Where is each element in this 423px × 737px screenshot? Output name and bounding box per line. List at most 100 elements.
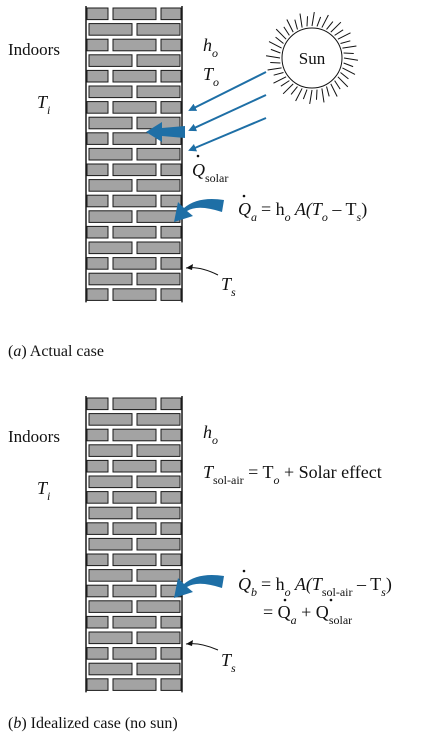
brick-wall bbox=[85, 6, 183, 303]
brick bbox=[112, 678, 157, 691]
heat-transfer-coef-label: ho bbox=[203, 35, 218, 60]
brick bbox=[160, 615, 182, 629]
brick bbox=[88, 506, 133, 520]
brick bbox=[88, 23, 133, 36]
brick bbox=[112, 288, 157, 301]
brick bbox=[86, 7, 109, 21]
panel-b: Indoors Ti ho Tsol-air = To + Solar effe… bbox=[8, 396, 392, 732]
brick bbox=[112, 225, 157, 239]
brick bbox=[160, 491, 182, 504]
brick bbox=[86, 647, 109, 660]
brick bbox=[112, 553, 157, 567]
brick bbox=[112, 101, 157, 114]
outdoor-temp-label: To bbox=[203, 64, 219, 89]
brick bbox=[136, 662, 181, 676]
brick bbox=[160, 678, 182, 691]
brick bbox=[86, 553, 109, 567]
brick bbox=[86, 615, 109, 629]
brick bbox=[112, 7, 157, 21]
panel-a: Indoors Ti ho To Sun Qsolar Qa= ho A(To … bbox=[8, 6, 367, 360]
brick bbox=[160, 553, 182, 567]
brick bbox=[136, 85, 181, 99]
brick bbox=[160, 38, 182, 52]
brick bbox=[112, 257, 157, 270]
brick bbox=[160, 194, 182, 208]
caption-a: (a) Actual case bbox=[8, 343, 104, 360]
brick bbox=[88, 600, 133, 613]
brick bbox=[86, 163, 109, 177]
brick bbox=[86, 584, 109, 598]
brick bbox=[86, 257, 109, 270]
brick bbox=[112, 584, 157, 598]
brick bbox=[86, 459, 109, 473]
indoors-label: Indoors bbox=[8, 427, 60, 446]
solar-ray-arrow bbox=[188, 71, 267, 111]
brick bbox=[88, 444, 133, 457]
sun-label: Sun bbox=[299, 49, 326, 68]
brick bbox=[88, 54, 133, 67]
brick bbox=[160, 225, 182, 239]
brick bbox=[86, 132, 109, 145]
brick bbox=[112, 194, 157, 208]
brick bbox=[86, 194, 109, 208]
solar-rays bbox=[188, 71, 267, 152]
brick bbox=[112, 459, 157, 473]
brick bbox=[86, 69, 109, 83]
brick bbox=[136, 241, 181, 255]
indoor-temp-label: Ti bbox=[37, 478, 50, 503]
brick bbox=[136, 210, 181, 223]
brick bbox=[88, 475, 133, 489]
brick bbox=[160, 647, 182, 660]
brick bbox=[88, 241, 133, 255]
indoors-label: Indoors bbox=[8, 40, 60, 59]
indoor-temp-label: Ti bbox=[37, 92, 50, 117]
brick bbox=[112, 491, 157, 504]
brick bbox=[160, 522, 182, 535]
brick bbox=[86, 288, 109, 301]
surface-temp-label: Ts bbox=[221, 274, 236, 299]
caption-b: (b) Idealized case (no sun) bbox=[8, 715, 178, 732]
brick bbox=[86, 101, 109, 114]
brick bbox=[88, 272, 133, 286]
brick bbox=[136, 444, 181, 457]
brick bbox=[136, 179, 181, 192]
brick bbox=[136, 475, 181, 489]
brick bbox=[88, 569, 133, 582]
brick bbox=[112, 38, 157, 52]
brick bbox=[86, 428, 109, 442]
brick bbox=[88, 413, 133, 426]
absorbed-solar-arrow bbox=[146, 122, 185, 142]
brick bbox=[86, 225, 109, 239]
solar-heat-label: Qsolar bbox=[192, 160, 228, 185]
brick bbox=[112, 132, 157, 145]
brick bbox=[86, 38, 109, 52]
heat-transfer-coef-label: ho bbox=[203, 422, 218, 447]
heat-sum-equation: = Qa + Qsolar bbox=[263, 602, 352, 627]
convection-equation: Qa= ho A(To – Ts) bbox=[238, 199, 367, 224]
brick bbox=[160, 397, 182, 411]
sun-icon: Sun bbox=[265, 11, 359, 105]
brick bbox=[160, 163, 182, 177]
brick-wall bbox=[85, 396, 183, 693]
surface-temp-label: Ts bbox=[221, 650, 236, 675]
brick bbox=[112, 69, 157, 83]
brick bbox=[88, 210, 133, 223]
brick bbox=[136, 506, 181, 520]
brick bbox=[160, 101, 182, 114]
brick bbox=[160, 69, 182, 83]
brick bbox=[112, 163, 157, 177]
brick bbox=[88, 537, 133, 551]
brick bbox=[136, 147, 181, 161]
brick bbox=[88, 85, 133, 99]
brick bbox=[160, 288, 182, 301]
brick bbox=[136, 413, 181, 426]
brick bbox=[112, 615, 157, 629]
solar-ray-arrow bbox=[188, 94, 267, 132]
brick bbox=[86, 491, 109, 504]
brick bbox=[112, 522, 157, 535]
sol-air-temp-label: Tsol-air = To + Solar effect bbox=[203, 462, 382, 487]
brick bbox=[88, 147, 133, 161]
brick bbox=[86, 678, 109, 691]
convection-equation: Qb= ho A(Tsol-air – Ts) bbox=[238, 574, 392, 599]
